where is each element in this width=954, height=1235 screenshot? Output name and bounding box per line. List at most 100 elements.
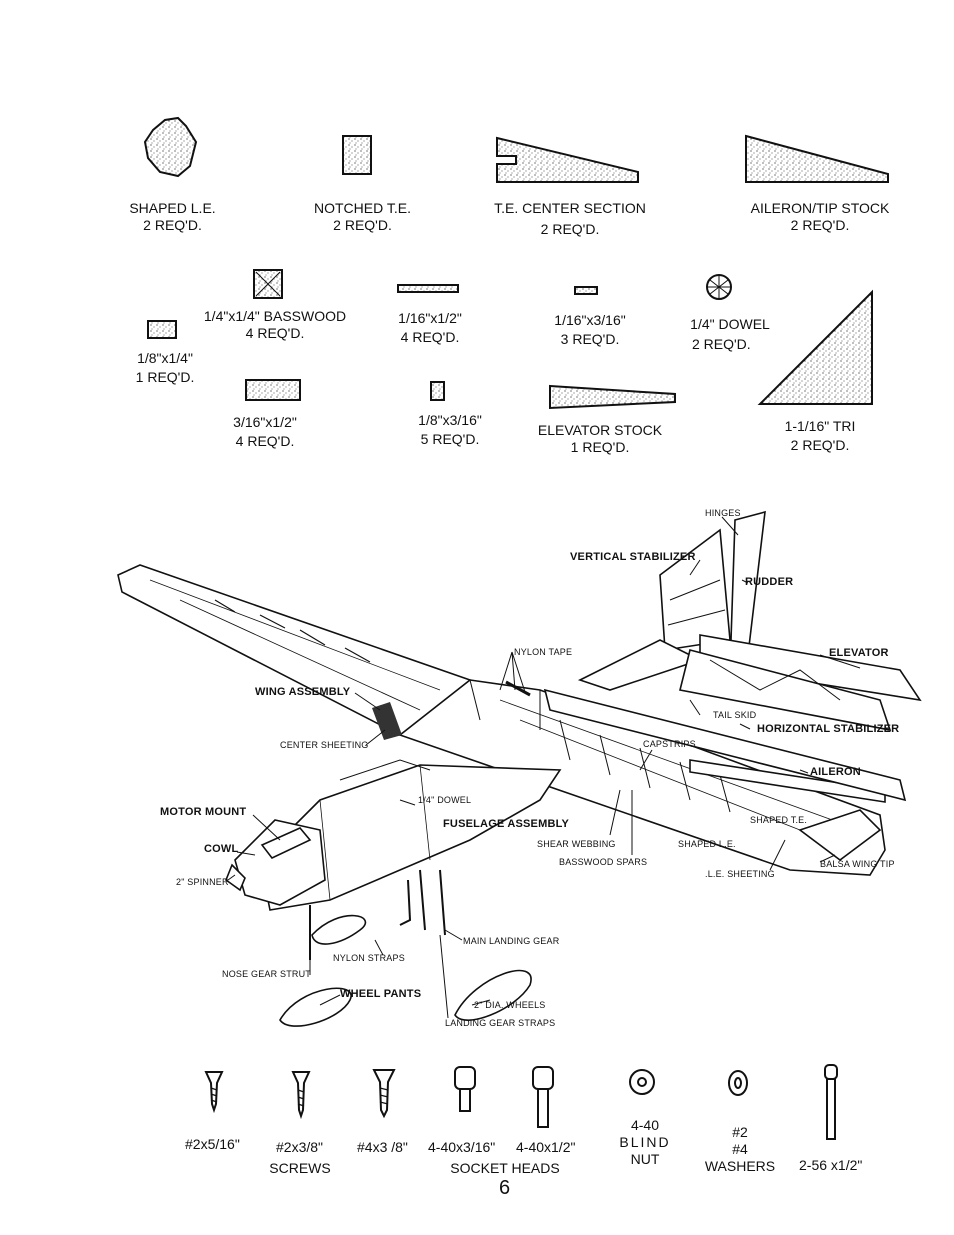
callout-horizontal-stabilizer: HORIZONTAL STABILIZER (757, 723, 900, 735)
part-name: 1-1/16" TRI (784, 418, 856, 434)
part-name: 3/16"x1/2" (233, 414, 297, 430)
label-shaped-le: SHAPED L.E. 2 REQ'D. (110, 200, 235, 234)
part-name: 1/16"x1/2" (398, 310, 462, 326)
callout-dia-wheels: 2" DIA. WHEELS (474, 1000, 546, 1010)
label-screw-2x3-8: #2x3/8" (276, 1139, 324, 1155)
label-sixteenth-by-half: 1/16"x1/2" 4 REQ'D. (380, 310, 480, 346)
airplane-assembly-drawing (117, 510, 922, 1027)
label-eighth-by-quarter: 1/8"x1/4" 1 REQ'D. (125, 350, 205, 386)
part-qty: 1 REQ'D. (135, 369, 195, 385)
part-name: ELEVATOR STOCK (537, 422, 663, 438)
blind-nut-line1: 4-40 (630, 1117, 660, 1133)
callout-cowl: COWL (204, 843, 239, 855)
label-screws-group: SCREWS (269, 1160, 331, 1176)
elevator-stock-icon (549, 384, 676, 410)
socket-head-long-icon (532, 1066, 554, 1090)
hardware-illustrations (204, 1064, 838, 1140)
label-dowel: 1/4" DOWEL 2 REQ'D. (680, 316, 780, 353)
eighth-by-3-16-icon (430, 381, 445, 401)
callout-rudder: RUDDER (745, 576, 794, 588)
label-aileron-tip-stock: AILERON/TIP STOCK 2 REQ'D. (735, 200, 905, 234)
part-qty: 4 REQ'D. (245, 325, 305, 341)
part-name: AILERON/TIP STOCK (750, 200, 890, 216)
part-name: 1/16"x3/16" (554, 312, 626, 328)
part-qty: 2 REQ'D. (692, 336, 751, 352)
callout-nylon-tape: NYLON TAPE (514, 647, 573, 657)
label-te-center-section: T.E. CENTER SECTION 2 REQ'D. (470, 200, 670, 238)
label-screw-2x5-16: #2x5/16" (185, 1136, 240, 1152)
part-name: T.E. CENTER SECTION (494, 200, 646, 216)
callout-motor-mount: MOTOR MOUNT (160, 806, 247, 818)
callout-basswood-spars: BASSWOOD SPARS (559, 857, 648, 867)
label-blind-nut: 4-40 BLIND NUT (605, 1117, 685, 1168)
callout-leader-lines (227, 516, 861, 1019)
callout-nose-gear-strut: NOSE GEAR STRUT (222, 969, 312, 979)
part-qty: 4 REQ'D. (235, 433, 295, 449)
label-socket-4-40x3-16: 4-40x3/16" (428, 1139, 496, 1155)
callout-wing-assembly: WING ASSEMBLY (255, 686, 351, 698)
part-qty: 5 REQ'D. (420, 431, 480, 447)
callout-hinges: HINGES (705, 508, 741, 518)
label-notched-te: NOTCHED T.E. 2 REQ'D. (300, 200, 425, 234)
aileron-tip-stock-icon (745, 134, 889, 183)
callout-tail-skid: TAIL SKID (713, 710, 757, 720)
part-qty: 2 REQ'D. (333, 217, 392, 233)
part-name: 1/8"x1/4" (137, 350, 193, 366)
notched-te-icon (342, 135, 372, 175)
shaped-le-icon (143, 116, 198, 178)
label-eighth-by-3-16: 1/8"x3/16" 5 REQ'D. (400, 412, 500, 448)
te-center-section-icon (496, 136, 639, 183)
callout-shaped-le: SHAPED L.E. (678, 839, 736, 849)
washer-line1: #2 (732, 1124, 748, 1140)
part-qty: 4 REQ'D. (400, 329, 460, 345)
label-socket-group: SOCKET HEADS (450, 1160, 560, 1176)
part-name: 1/8"x3/16" (418, 412, 482, 428)
callout-wheel-pants: WHEEL PANTS (340, 988, 422, 1000)
label-sixteenth-by-3-16: 1/16"x3/16" 3 REQ'D. (540, 312, 640, 348)
screw-4x3-8-icon (372, 1069, 396, 1119)
washer-line2: #4 (732, 1141, 748, 1157)
part-qty: 2 REQ'D. (790, 217, 850, 233)
sixteenth-by-3-16-icon (574, 286, 598, 295)
label-screw-4x3-8: #4x3 /8" (357, 1139, 408, 1155)
callout-shaped-te: SHAPED T.E. (750, 815, 808, 825)
part-name: 1/4" DOWEL (690, 316, 770, 332)
washer-line3: WASHERS (704, 1158, 776, 1174)
label-bolt-2-56: 2-56 x1/2" (799, 1157, 863, 1173)
three-16-by-half-icon (245, 379, 301, 401)
bolt-2-56-icon (824, 1064, 838, 1080)
tri-stock-icon (757, 289, 873, 405)
label-basswood-quarter: 1/4"x1/4" BASSWOOD 4 REQ'D. (200, 308, 350, 342)
callout-aileron: AILERON (810, 766, 861, 778)
callout-vertical-stabilizer: VERTICAL STABILIZER (570, 551, 696, 563)
label-tri-stock: 1-1/16" TRI 2 REQ'D. (770, 418, 870, 454)
blind-nut-line2: BLIND (619, 1134, 671, 1150)
part-qty: 2 REQ'D. (790, 437, 850, 453)
callout-elevator: ELEVATOR (829, 647, 889, 659)
screw-2x5-16-icon (204, 1071, 224, 1114)
label-elevator-stock: ELEVATOR STOCK 1 REQ'D. (530, 422, 670, 456)
label-three-16-by-half: 3/16"x1/2" 4 REQ'D. (215, 414, 315, 450)
callout-nylon-straps: NYLON STRAPS (333, 953, 405, 963)
label-socket-4-40x1-2: 4-40x1/2" (516, 1139, 576, 1155)
callout-dowel-quarter: 1/4" DOWEL (418, 795, 472, 805)
callout-balsa-wing-tip: BALSA WING TIP (820, 859, 895, 869)
callout-landing-gear-straps: LANDING GEAR STRAPS (445, 1018, 556, 1028)
part-name: NOTCHED T.E. (314, 200, 411, 216)
screw-2x3-8-icon (291, 1071, 311, 1120)
callout-le-sheeting: .L.E. SHEETING (705, 869, 775, 879)
part-qty: 3 REQ'D. (560, 331, 620, 347)
socket-head-short-icon (454, 1066, 476, 1090)
sixteenth-by-half-icon (397, 284, 459, 293)
part-name: 1/4"x1/4" BASSWOOD (203, 308, 347, 324)
blind-nut-line3: NUT (630, 1151, 660, 1167)
page-number: 6 (499, 1177, 511, 1199)
eighth-by-quarter-icon (147, 320, 177, 339)
callout-main-landing-gear: MAIN LANDING GEAR (463, 936, 560, 946)
callout-center-sheeting: CENTER SHEETING (280, 740, 369, 750)
callout-capstrips: CAPSTRIPS (643, 739, 696, 749)
part-qty: 2 REQ'D. (143, 217, 202, 233)
part-qty: 1 REQ'D. (570, 439, 630, 455)
callout-spinner: 2" SPINNER (176, 877, 229, 887)
